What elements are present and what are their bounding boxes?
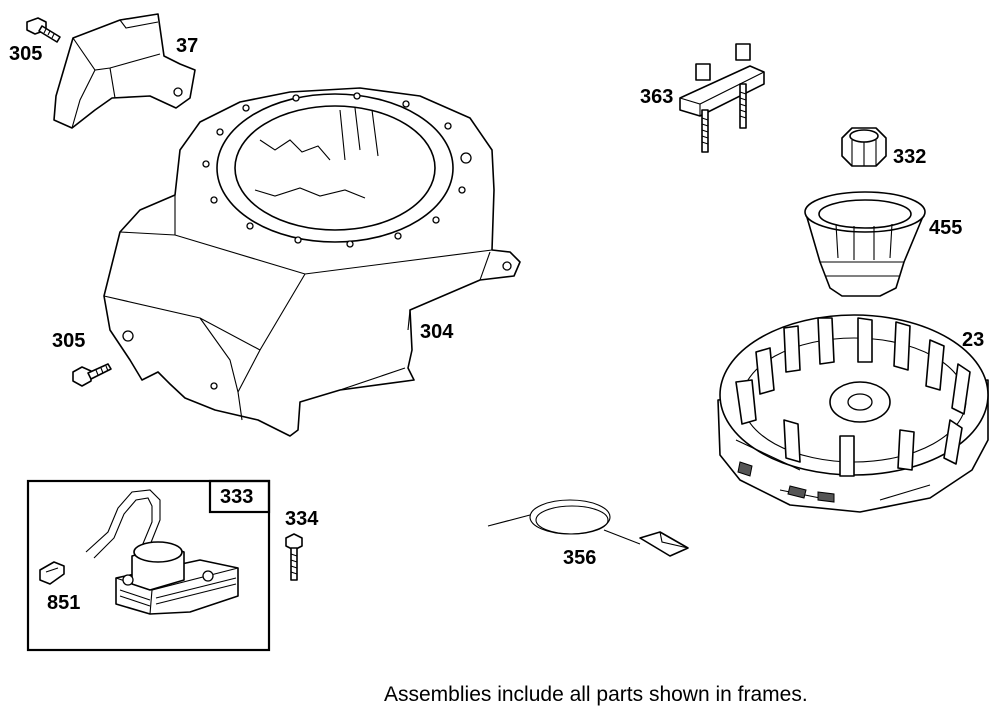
label-304: 304 [420, 321, 454, 343]
label-332: 332 [893, 146, 927, 168]
part-305-screw-left [72, 363, 112, 387]
label-356: 356 [563, 547, 597, 569]
label-23: 23 [962, 329, 985, 351]
label-363: 363 [640, 86, 674, 108]
label-851: 851 [47, 592, 81, 614]
part-332-nut [841, 127, 887, 167]
part-37-baffle [53, 13, 196, 129]
part-334-screw [285, 533, 303, 581]
part-305-screw-top [26, 17, 61, 43]
part-455-cup [804, 191, 926, 297]
part-23-flywheel [717, 314, 989, 513]
label-333: 333 [220, 486, 254, 508]
part-333-ignition-coil [85, 489, 239, 615]
assembly-frame-333 [26, 479, 271, 652]
label-455: 455 [929, 217, 963, 239]
label-305-top: 305 [9, 43, 43, 65]
footer-note: Assemblies include all parts shown in fr… [384, 683, 808, 706]
part-356-wire [487, 499, 689, 557]
part-851-clip [39, 561, 65, 585]
part-304-blower-housing [103, 87, 521, 437]
part-363-bracket [679, 43, 765, 153]
label-334: 334 [285, 508, 319, 530]
label-305-left: 305 [52, 330, 86, 352]
label-37: 37 [176, 35, 199, 57]
